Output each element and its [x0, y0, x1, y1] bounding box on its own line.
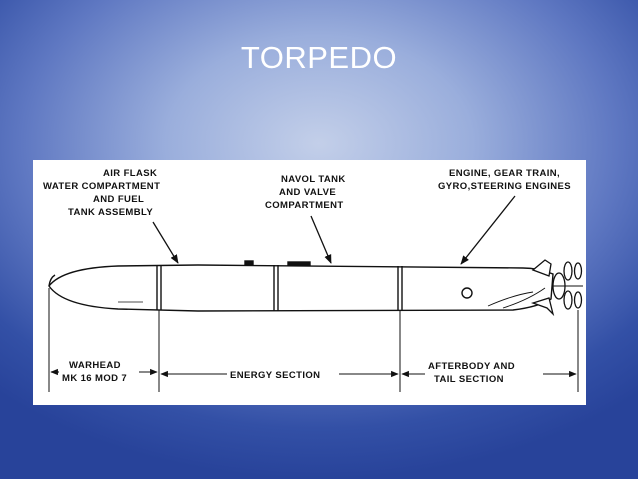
svg-text:ENGINE, GEAR TRAIN,: ENGINE, GEAR TRAIN, — [449, 168, 560, 179]
arrow-navol-tank — [310, 215, 332, 264]
torpedo-body — [48, 260, 554, 312]
label-engine: ENGINE, GEAR TRAIN, GYRO,STEERING ENGINE… — [438, 168, 571, 192]
arrow-engine — [460, 195, 516, 265]
svg-text:COMPARTMENT: COMPARTMENT — [265, 200, 344, 211]
tail-fin-bottom — [530, 297, 555, 317]
svg-text:AIR FLASK: AIR FLASK — [103, 168, 157, 179]
svg-text:WARHEAD: WARHEAD — [69, 360, 121, 371]
svg-text:AND VALVE: AND VALVE — [279, 187, 336, 198]
label-warhead: WARHEAD MK 16 MOD 7 — [62, 360, 127, 384]
tail-fin-top — [531, 259, 552, 277]
propeller-2 — [563, 261, 573, 281]
propeller-4 — [573, 262, 583, 280]
svg-text:WATER COMPARTMENT: WATER COMPARTMENT — [43, 181, 160, 192]
label-afterbody: AFTERBODY AND TAIL SECTION — [428, 361, 515, 385]
svg-text:AND FUEL: AND FUEL — [93, 194, 144, 205]
torpedo-diagram: AIR FLASK WATER COMPARTMENT AND FUEL TAN… — [33, 160, 586, 405]
label-air-flask: AIR FLASK WATER COMPARTMENT AND FUEL TAN… — [43, 168, 160, 218]
svg-text:NAVOL TANK: NAVOL TANK — [281, 174, 346, 185]
propeller-5 — [573, 291, 583, 309]
propeller-3 — [563, 290, 573, 310]
torpedo-hull — [48, 264, 554, 312]
svg-text:MK 16 MOD 7: MK 16 MOD 7 — [62, 373, 127, 384]
label-navol-tank: NAVOL TANK AND VALVE COMPARTMENT — [265, 174, 346, 211]
svg-text:TAIL SECTION: TAIL SECTION — [434, 374, 504, 385]
slide-title: TORPEDO — [240, 40, 398, 75]
dimension-arrows — [50, 368, 577, 378]
pointer-arrows — [152, 195, 516, 265]
svg-text:AFTERBODY AND: AFTERBODY AND — [428, 361, 515, 372]
svg-text:TANK ASSEMBLY: TANK ASSEMBLY — [68, 207, 153, 218]
label-energy-section: ENERGY SECTION — [230, 370, 320, 381]
arrow-air-flask — [152, 221, 179, 264]
svg-text:GYRO,STEERING ENGINES: GYRO,STEERING ENGINES — [438, 181, 571, 192]
dimension-boundaries — [48, 288, 579, 392]
torpedo-tail — [530, 259, 583, 317]
torpedo-diagram-svg: AIR FLASK WATER COMPARTMENT AND FUEL TAN… — [43, 168, 583, 392]
